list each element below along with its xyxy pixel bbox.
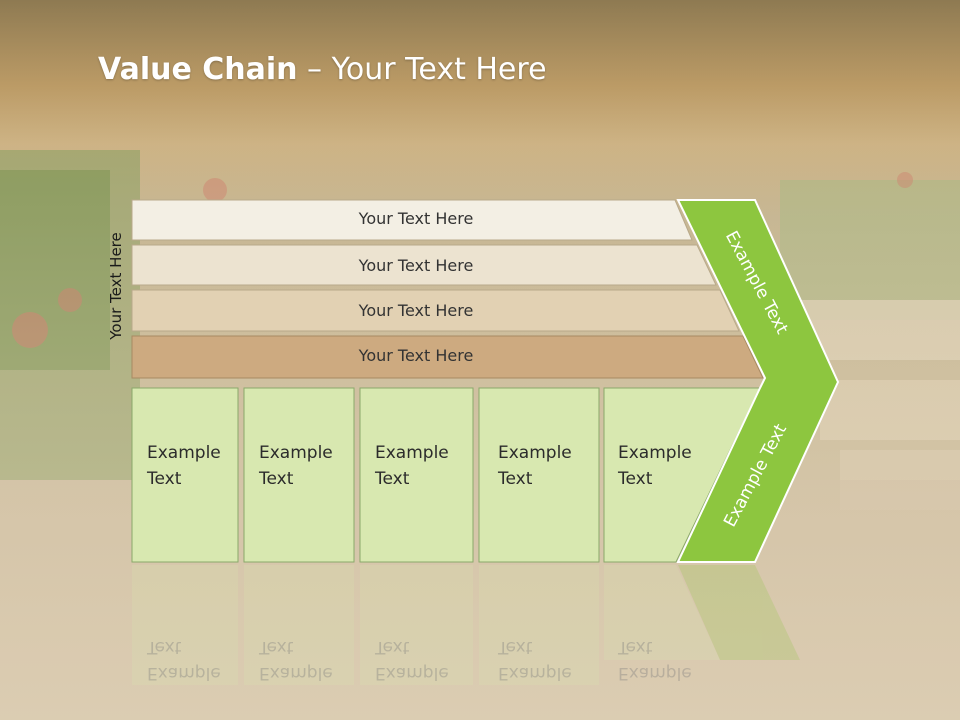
band-4 xyxy=(131,335,764,379)
band-2-label: Your Text Here xyxy=(358,256,474,275)
slide-title: Value Chain – Your Text Here xyxy=(98,52,547,87)
band-3-label: Your Text Here xyxy=(358,301,474,320)
band-1 xyxy=(131,199,693,241)
title-bold: Value Chain xyxy=(98,52,298,87)
activity-box-4 xyxy=(478,387,600,563)
box-1-label: Example Text xyxy=(147,443,221,489)
title-rest: – Your Text Here xyxy=(297,52,547,87)
box-1-reflection: Example Text xyxy=(147,637,221,683)
box-2-reflection: Example Text xyxy=(259,637,333,683)
box-3-label: Example Text xyxy=(375,443,449,489)
box-2-label: Example Text xyxy=(259,443,333,489)
box-3-reflection: Example Text xyxy=(375,637,449,683)
activity-box-5 xyxy=(603,387,761,563)
reflection xyxy=(132,565,800,685)
activity-box-3 xyxy=(359,387,474,563)
margin-arrow xyxy=(676,199,840,563)
band-4-label: Your Text Here xyxy=(358,346,474,365)
box-4-label: Example Text xyxy=(498,443,572,489)
side-label: Your Text Here xyxy=(107,232,125,340)
band-2 xyxy=(131,244,717,286)
band-3 xyxy=(131,289,740,332)
box-5-label: Example Text xyxy=(618,443,692,489)
band-1-label: Your Text Here xyxy=(358,209,474,228)
box-5-reflection: Example Text xyxy=(618,637,692,683)
activity-box-1 xyxy=(131,387,239,563)
box-4-reflection: Example Text xyxy=(498,637,572,683)
activity-box-2 xyxy=(243,387,355,563)
